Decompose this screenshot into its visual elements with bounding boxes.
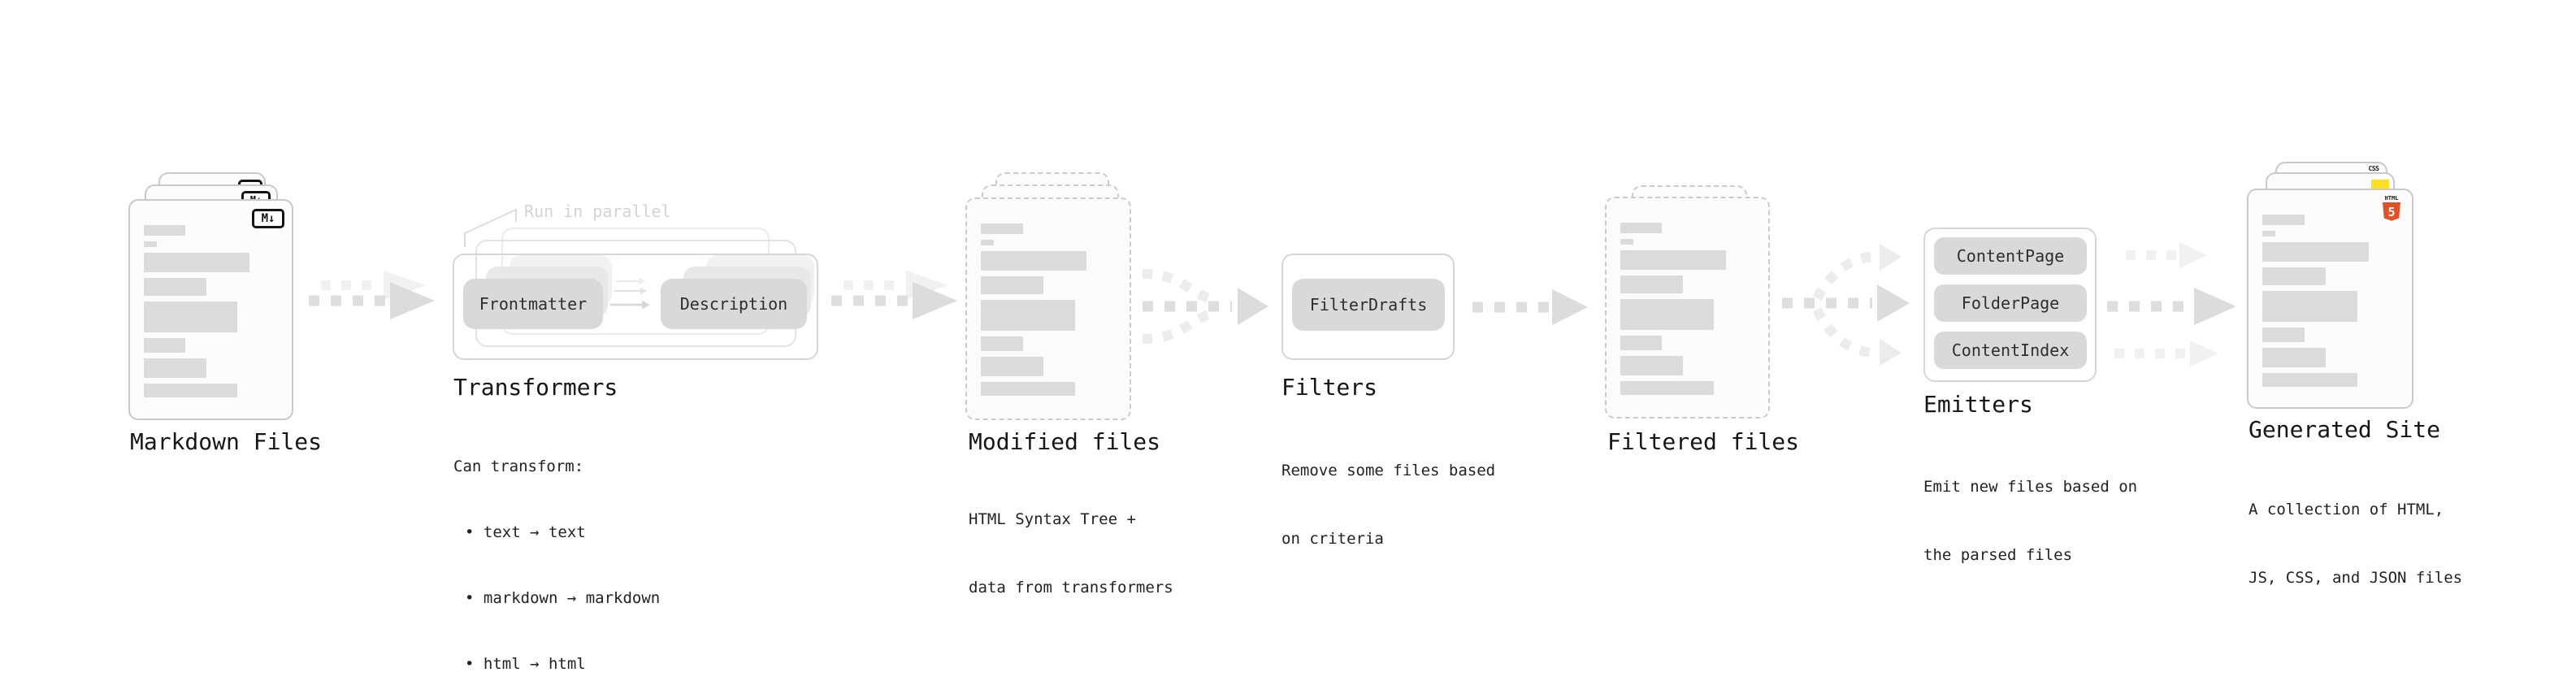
stage-generated-site: CSS HTML 5 <box>2247 162 2419 412</box>
text-line-placeholder <box>981 300 1075 331</box>
text-line-placeholder <box>2262 291 2357 322</box>
flow-arrow-filters-to-filtered <box>1472 289 1588 325</box>
text-line-placeholder <box>144 241 157 247</box>
description-line: HTML Syntax Tree + <box>969 510 1136 528</box>
text-line-placeholder <box>981 357 1044 376</box>
transformer-pill-description: Description <box>661 279 807 329</box>
stage-modified-files <box>965 172 1136 424</box>
emitter-pill-contentindex: ContentIndex <box>1934 332 2087 369</box>
flow-arrow-merge-to-filters <box>1142 269 1268 344</box>
description-line: the parsed files <box>1923 546 2073 564</box>
text-line-placeholder <box>144 253 249 272</box>
description-line: on criteria <box>1281 530 1384 548</box>
modified-files-description: HTML Syntax Tree + data from transformer… <box>969 462 1173 644</box>
description-line: Emit new files based on <box>1923 478 2138 496</box>
stage-title-transformers: Transformers <box>453 374 618 401</box>
flow-arrow-markdown-to-transformers <box>309 271 435 319</box>
markdown-file-icon: M↓ <box>252 209 284 228</box>
text-line-placeholder <box>144 301 238 332</box>
text-line-placeholder <box>2262 267 2326 285</box>
text-line-placeholder <box>1620 381 1715 395</box>
flow-arrow-fanout-to-emitters <box>1782 244 1910 366</box>
transformer-box <box>453 254 818 360</box>
text-line-placeholder <box>1620 299 1715 330</box>
file-card: HTML 5 <box>2247 189 2413 409</box>
filters-description: Remove some files based on criteria <box>1281 414 1495 596</box>
html5-file-icon: HTML 5 <box>2383 195 2400 221</box>
text-line-placeholder <box>144 225 186 236</box>
css-badge-label: CSS <box>2368 165 2379 172</box>
description-line: data from transformers <box>969 579 1173 596</box>
description-line: JS, CSS, and JSON files <box>2249 569 2463 587</box>
run-in-parallel-label: Run in parallel <box>524 202 671 221</box>
stage-title-emitters: Emitters <box>1923 391 2033 418</box>
text-line-placeholder <box>2262 242 2370 262</box>
description-line: A collection of HTML, <box>2249 501 2444 518</box>
transformer-pill-frontmatter: Frontmatter <box>463 279 603 329</box>
html5-number: 5 <box>2387 205 2395 219</box>
text-line-placeholder <box>1620 275 1683 293</box>
text-line-placeholder <box>144 384 238 397</box>
text-line-placeholder <box>1620 336 1663 350</box>
text-line-placeholder <box>2262 373 2357 387</box>
text-line-placeholder <box>981 276 1044 294</box>
text-line-placeholder <box>144 358 206 378</box>
document-placeholder-text <box>2262 215 2394 387</box>
text-line-placeholder <box>981 251 1087 271</box>
emitters-box: ContentPage FolderPage ContentIndex <box>1923 228 2097 382</box>
transform-bullet: • text → text <box>465 523 586 541</box>
stage-title-generated-site: Generated Site <box>2249 416 2441 443</box>
text-line-placeholder <box>981 240 995 245</box>
document-placeholder-text <box>144 225 274 397</box>
stage-filtered-files <box>1605 185 1776 423</box>
html5-word: HTML <box>2385 195 2399 202</box>
description-line: Remove some files based <box>1281 462 1496 479</box>
document-placeholder-text <box>981 223 1112 396</box>
flow-arrows-emitters-to-site <box>2107 242 2236 367</box>
transform-step-arrows <box>610 278 650 309</box>
text-line-placeholder <box>1620 239 1633 245</box>
transform-bullet: • markdown → markdown <box>465 589 661 607</box>
stage-title-markdown-files: Markdown Files <box>130 428 323 455</box>
can-transform-label: Can transform: <box>453 458 584 475</box>
transformers-description: Can transform: • text → text • markdown … <box>453 412 660 681</box>
emitter-pill-folderpage: FolderPage <box>1934 284 2087 322</box>
text-line-placeholder <box>2262 348 2326 367</box>
text-line-placeholder <box>981 336 1023 351</box>
text-line-placeholder <box>144 278 206 296</box>
filters-box: FilterDrafts <box>1281 254 1455 360</box>
emitter-pill-contentpage: ContentPage <box>1934 237 2087 275</box>
text-line-placeholder <box>2262 231 2276 236</box>
markdown-badge-label: M↓ <box>261 212 275 225</box>
stage-markdown-files: M↓ M↓ M↓ <box>128 172 299 424</box>
stage-title-filters: Filters <box>1281 374 1378 401</box>
stage-title-filtered-files: Filtered files <box>1607 428 1800 455</box>
text-line-placeholder <box>1620 356 1683 375</box>
text-line-placeholder <box>144 338 186 353</box>
text-line-placeholder <box>981 223 1023 234</box>
emitters-description: Emit new files based on the parsed files <box>1923 430 2137 612</box>
text-line-placeholder <box>1620 223 1663 233</box>
text-line-placeholder <box>981 382 1075 396</box>
text-line-placeholder <box>1620 250 1726 270</box>
filter-pill-filterdrafts: FilterDrafts <box>1292 279 1445 331</box>
flow-arrow-transformers-to-modified <box>831 271 957 319</box>
file-card <box>1605 197 1770 419</box>
html5-shield <box>2383 202 2400 221</box>
transform-bullet: • html → html <box>465 655 586 673</box>
document-placeholder-text <box>1620 223 1750 395</box>
file-card <box>965 197 1131 420</box>
generated-site-description: A collection of HTML, JS, CSS, and JSON … <box>2249 453 2462 635</box>
file-card: M↓ <box>128 199 293 420</box>
run-in-parallel-callout-line <box>464 208 517 247</box>
text-line-placeholder <box>2262 327 2305 342</box>
text-line-placeholder <box>2262 215 2305 225</box>
stage-title-modified-files: Modified files <box>969 428 1161 455</box>
